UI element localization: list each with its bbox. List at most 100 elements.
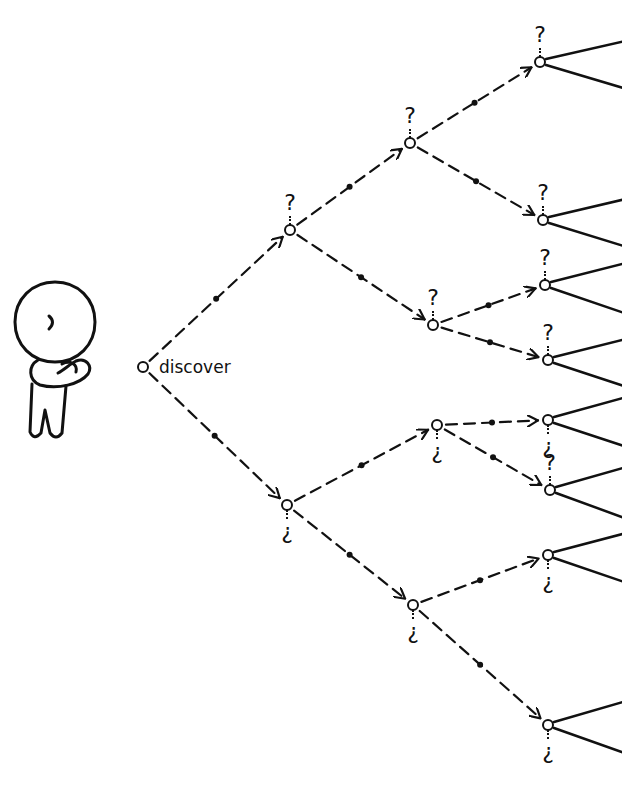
edge-dot bbox=[490, 454, 496, 460]
dotted-stem bbox=[286, 510, 288, 519]
branch-stub bbox=[554, 338, 622, 388]
branch-node: ¿ bbox=[281, 499, 293, 511]
question-mark: ¿ bbox=[281, 521, 293, 543]
dashed-arrow bbox=[442, 328, 539, 357]
dotted-stem bbox=[289, 216, 291, 225]
dotted-stem bbox=[412, 610, 414, 619]
question-mark: ? bbox=[537, 182, 549, 204]
branch-stub bbox=[554, 700, 622, 755]
edge-dot bbox=[472, 100, 478, 106]
node-text-group: ? bbox=[404, 105, 416, 127]
edge-dot bbox=[473, 178, 479, 184]
question-mark: ? bbox=[539, 247, 551, 269]
question-mark: ¿ bbox=[542, 741, 554, 763]
dashed-arrow bbox=[297, 235, 424, 319]
person-arms bbox=[31, 360, 90, 387]
dotted-stem bbox=[547, 560, 549, 569]
question-mark: ? bbox=[404, 105, 416, 127]
question-mark: ? bbox=[284, 192, 296, 214]
dashed-arrow bbox=[150, 237, 283, 361]
question-mark: ¿ bbox=[431, 441, 443, 463]
node-text-group: ¿ bbox=[431, 441, 443, 463]
node-text-group: ? bbox=[427, 287, 439, 309]
branch-node: ? bbox=[427, 319, 439, 331]
node-text-group: ¿ bbox=[407, 621, 419, 643]
question-mark: ? bbox=[544, 452, 556, 474]
branch-stub bbox=[556, 466, 622, 520]
dashed-arrow bbox=[446, 420, 538, 424]
branch-node: ¿ bbox=[542, 414, 554, 426]
dotted-stem bbox=[432, 311, 434, 320]
question-mark: ? bbox=[427, 287, 439, 309]
dashed-arrow bbox=[445, 429, 542, 485]
dashed-arrow bbox=[294, 511, 405, 599]
node-text-group: ? bbox=[534, 24, 546, 46]
branch-node: ¿ bbox=[431, 419, 443, 431]
edge-dot bbox=[477, 577, 483, 583]
dashed-arrow bbox=[149, 373, 279, 498]
node-text-group: ? bbox=[544, 452, 556, 474]
branch-node: ? bbox=[537, 214, 549, 226]
dashed-arrow bbox=[420, 611, 541, 718]
person-eye bbox=[49, 316, 53, 329]
dotted-stem bbox=[547, 730, 549, 739]
dashed-arrow bbox=[418, 67, 532, 138]
branch-node: ? bbox=[404, 137, 416, 149]
branch-stub bbox=[554, 396, 622, 448]
branch-node: ? bbox=[544, 484, 556, 496]
edge-dot bbox=[347, 552, 353, 558]
node-text-group: ? bbox=[537, 182, 549, 204]
edge-dot bbox=[487, 339, 493, 345]
edge-dot bbox=[213, 296, 219, 302]
branch-node: ¿ bbox=[407, 599, 419, 611]
person-body bbox=[30, 384, 66, 437]
question-mark: ? bbox=[534, 24, 546, 46]
start-label: discover bbox=[159, 359, 231, 376]
branch-node: ? bbox=[539, 279, 551, 291]
node-text-group: discover bbox=[159, 359, 231, 376]
branch-stub bbox=[546, 40, 622, 90]
question-mark: ¿ bbox=[542, 571, 554, 593]
dotted-stem bbox=[547, 425, 549, 434]
node-text-group: ¿ bbox=[542, 571, 554, 593]
question-mark: ? bbox=[542, 322, 554, 344]
branch-stub bbox=[554, 532, 622, 584]
person-head bbox=[15, 282, 95, 362]
node-text-group: ? bbox=[539, 247, 551, 269]
dashed-arrow bbox=[421, 558, 538, 601]
edge-dot bbox=[358, 274, 364, 280]
branch-node: ¿ bbox=[542, 719, 554, 731]
edge-dot bbox=[359, 462, 365, 468]
dashed-arrow bbox=[418, 148, 535, 215]
branch-node: ? bbox=[542, 354, 554, 366]
edge-dot bbox=[347, 184, 353, 190]
dotted-stem bbox=[539, 48, 541, 57]
edge-dot bbox=[489, 420, 495, 426]
node-text-group: ¿ bbox=[542, 741, 554, 763]
edge-dot bbox=[212, 433, 218, 439]
edge-dot bbox=[486, 302, 492, 308]
dotted-stem bbox=[544, 271, 546, 280]
dashed-arrow bbox=[297, 149, 402, 225]
dotted-stem bbox=[409, 129, 411, 138]
question-mark: ¿ bbox=[407, 621, 419, 643]
dashed-arrow bbox=[295, 430, 428, 501]
dotted-stem bbox=[436, 430, 438, 439]
dashed-arrow bbox=[441, 288, 535, 322]
edge-dot bbox=[477, 662, 483, 668]
dotted-stem bbox=[547, 346, 549, 355]
branch-node: ? bbox=[534, 56, 546, 68]
dotted-stem bbox=[549, 476, 551, 485]
branch-node: ? bbox=[284, 224, 296, 236]
node-text-group: ? bbox=[284, 192, 296, 214]
node-text-group: ? bbox=[542, 322, 554, 344]
start-node: discover bbox=[137, 361, 149, 373]
branch-stub bbox=[551, 262, 622, 315]
branch-node: ¿ bbox=[542, 549, 554, 561]
node-text-group: ¿ bbox=[281, 521, 293, 543]
branch-stub bbox=[549, 198, 622, 248]
